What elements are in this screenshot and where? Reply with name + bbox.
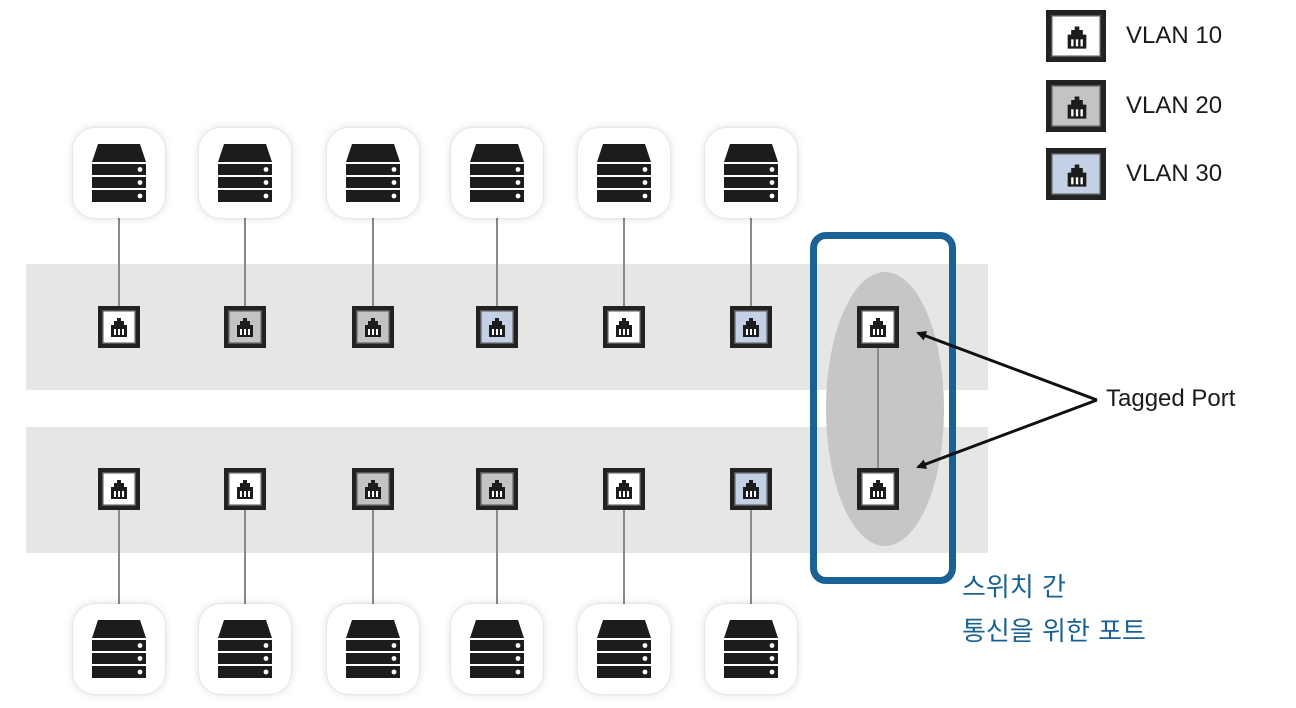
tagged-port-frame xyxy=(810,232,956,584)
ethernet-port-icon xyxy=(476,468,518,510)
cable xyxy=(750,510,752,604)
cable xyxy=(623,218,625,306)
ethernet-port-icon xyxy=(352,306,394,348)
cable xyxy=(372,510,374,604)
server-icon xyxy=(578,128,670,218)
cable xyxy=(750,218,752,306)
tagged-port-label: Tagged Port xyxy=(1106,385,1236,412)
legend-port-icon xyxy=(1046,80,1106,132)
cable xyxy=(372,218,374,306)
server-icon xyxy=(73,604,165,694)
caption-line-1: 스위치 간 xyxy=(962,573,1066,603)
legend-label: VLAN 10 xyxy=(1126,22,1223,49)
tagged-port-icon xyxy=(857,306,899,348)
tagged-port-icon xyxy=(857,468,899,510)
trunk-cable xyxy=(877,348,879,468)
ethernet-port-icon xyxy=(730,468,772,510)
cable xyxy=(244,510,246,604)
legend-label: VLAN 20 xyxy=(1126,92,1223,119)
server-icon xyxy=(199,604,291,694)
caption: 스위치 간 통신을 위한 포트 xyxy=(962,566,1146,654)
ethernet-port-icon xyxy=(224,306,266,348)
pointer-arrow xyxy=(916,398,1098,469)
pointer-arrow xyxy=(916,331,1098,402)
legend-port-icon xyxy=(1046,148,1106,200)
server-icon xyxy=(451,604,543,694)
cable xyxy=(118,510,120,604)
ethernet-port-icon xyxy=(98,306,140,348)
ethernet-port-icon xyxy=(224,468,266,510)
legend-port-icon xyxy=(1046,10,1106,62)
server-icon xyxy=(705,128,797,218)
server-icon xyxy=(705,604,797,694)
ethernet-port-icon xyxy=(730,306,772,348)
server-icon xyxy=(73,128,165,218)
cable xyxy=(244,218,246,306)
server-icon xyxy=(451,128,543,218)
cable xyxy=(496,218,498,306)
server-icon xyxy=(327,604,419,694)
ethernet-port-icon xyxy=(603,468,645,510)
server-icon xyxy=(199,128,291,218)
server-icon xyxy=(327,128,419,218)
cable xyxy=(496,510,498,604)
caption-line-2: 통신을 위한 포트 xyxy=(962,617,1146,647)
ethernet-port-icon xyxy=(603,306,645,348)
ethernet-port-icon xyxy=(476,306,518,348)
ethernet-port-icon xyxy=(352,468,394,510)
server-icon xyxy=(578,604,670,694)
ethernet-port-icon xyxy=(98,468,140,510)
legend-label: VLAN 30 xyxy=(1126,160,1223,187)
cable xyxy=(118,218,120,306)
cable xyxy=(623,510,625,604)
